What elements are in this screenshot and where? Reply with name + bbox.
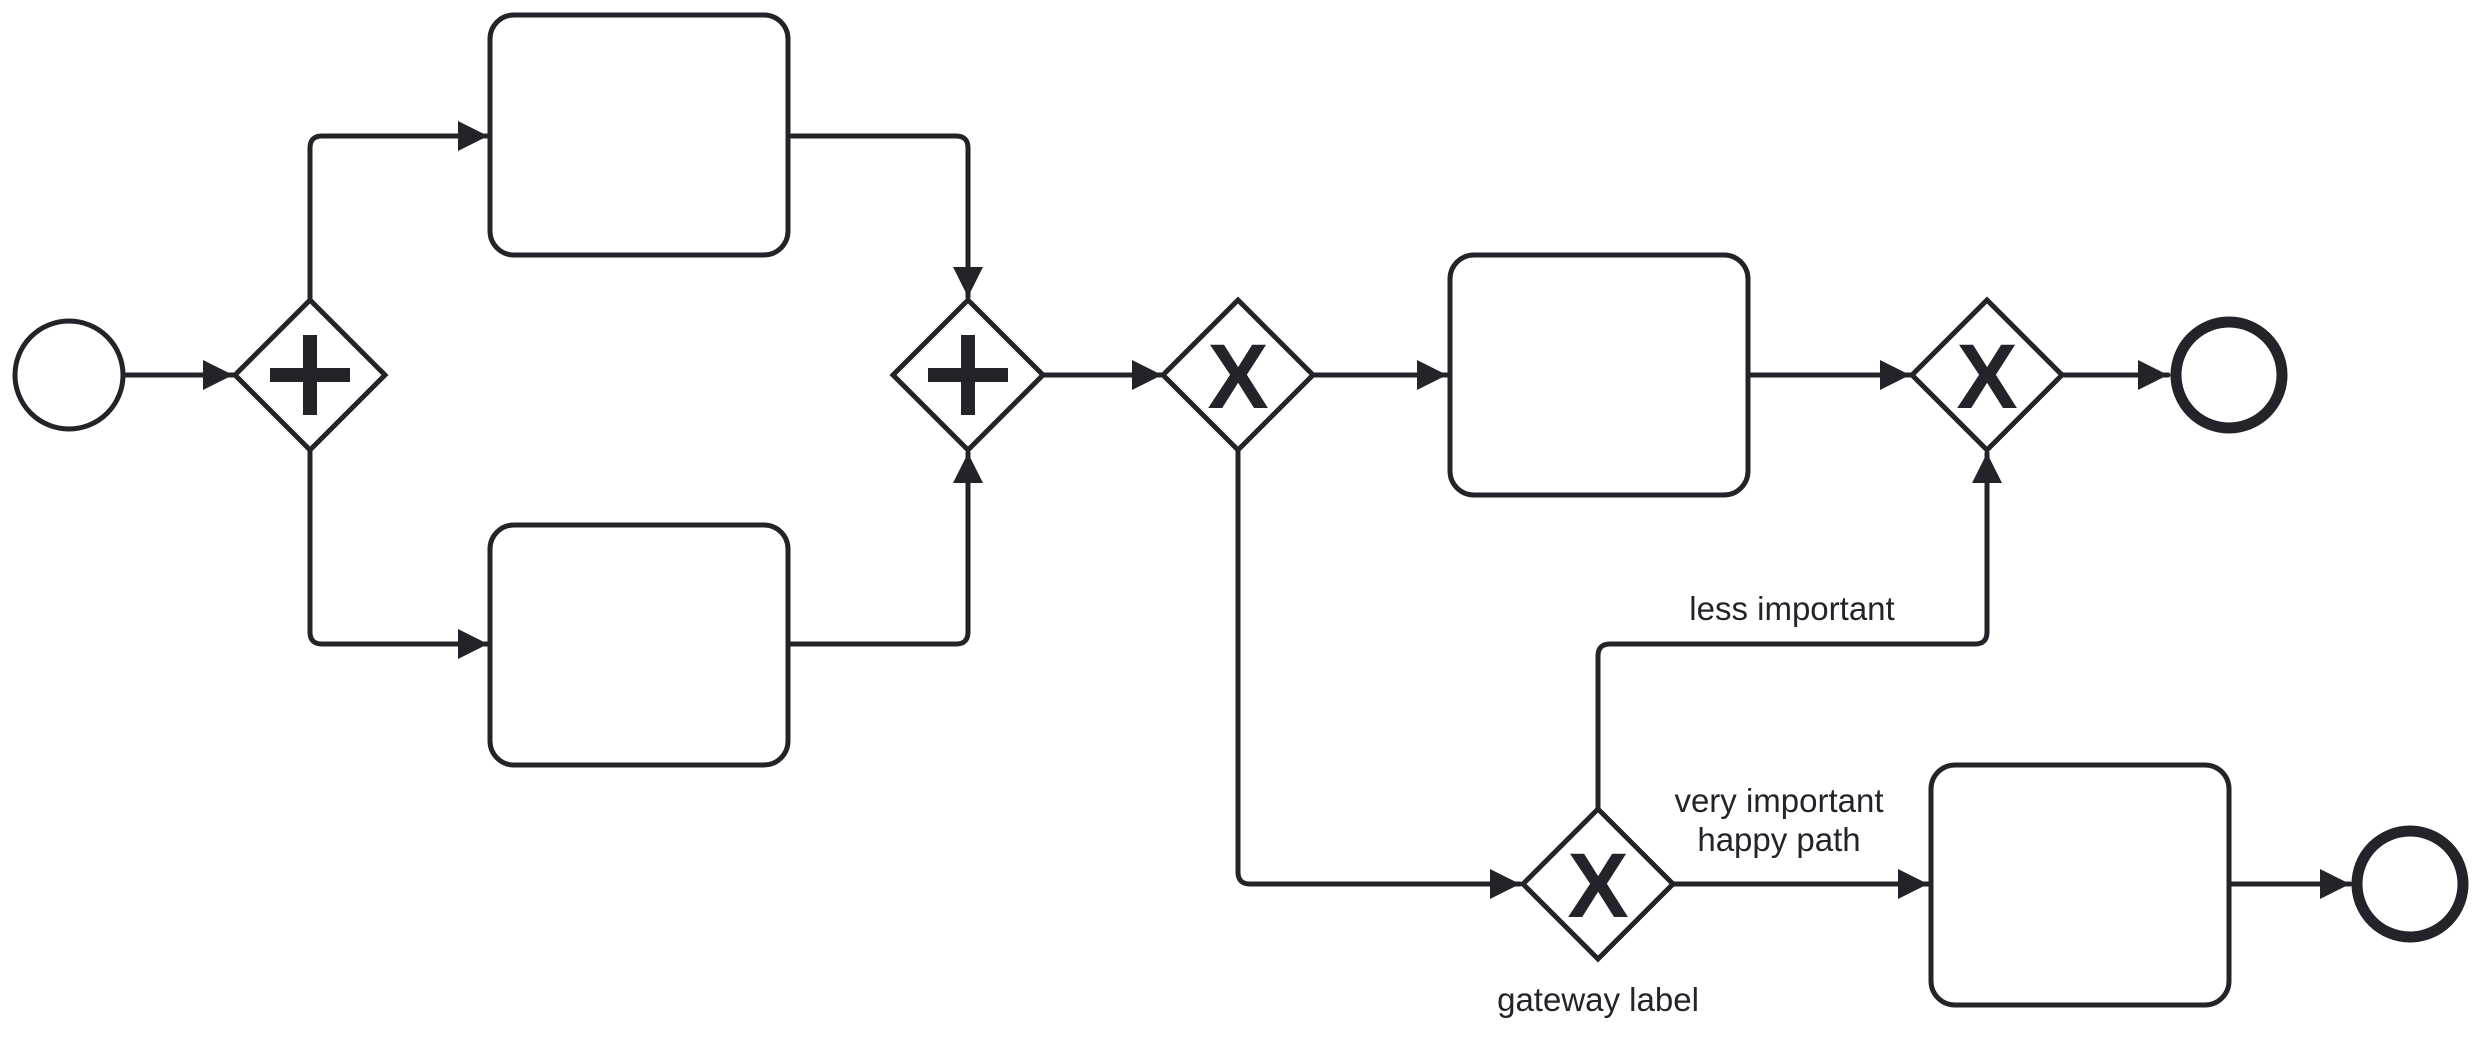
events xyxy=(12,316,2469,943)
gateway-label: gateway label xyxy=(1497,981,1699,1018)
flow-split-to-task-bottom[interactable] xyxy=(307,447,491,659)
flow-split-to-task-top[interactable] xyxy=(307,121,491,303)
flow-label-very-important: very important xyxy=(1674,782,1883,819)
task-middle[interactable] xyxy=(1447,252,1751,498)
flow-exclusive-split-to-decision[interactable] xyxy=(1235,448,1523,899)
end-event-1[interactable] xyxy=(2170,316,2288,434)
flow-task-bottom-to-join[interactable] xyxy=(787,450,983,647)
exclusive-gateway-join[interactable]: X xyxy=(1908,296,2066,454)
tasks xyxy=(487,12,2232,1008)
x-icon: X xyxy=(1956,326,2017,428)
x-icon: X xyxy=(1207,326,1268,428)
flow-task-top-to-join[interactable] xyxy=(787,133,983,300)
exclusive-gateway-split[interactable]: X xyxy=(1159,296,1317,454)
flow-decision-less-important[interactable] xyxy=(1595,450,2002,811)
end-event-2[interactable] xyxy=(2351,825,2469,943)
start-event[interactable] xyxy=(12,318,126,432)
exclusive-gateway-decision[interactable]: X xyxy=(1519,805,1677,963)
sequence-flows xyxy=(121,121,2353,899)
task-top[interactable] xyxy=(487,12,791,258)
parallel-gateway-join[interactable] xyxy=(889,296,1047,454)
gateways: X X X xyxy=(231,296,2066,963)
flow-label-less-important: less important xyxy=(1689,590,1894,627)
parallel-gateway-split[interactable] xyxy=(231,296,389,454)
task-bottom[interactable] xyxy=(487,522,791,768)
labels: less important very important happy path… xyxy=(1497,590,1895,1018)
task-lower[interactable] xyxy=(1928,762,2232,1008)
x-icon: X xyxy=(1567,835,1628,937)
flow-label-happy-path: happy path xyxy=(1697,821,1860,858)
